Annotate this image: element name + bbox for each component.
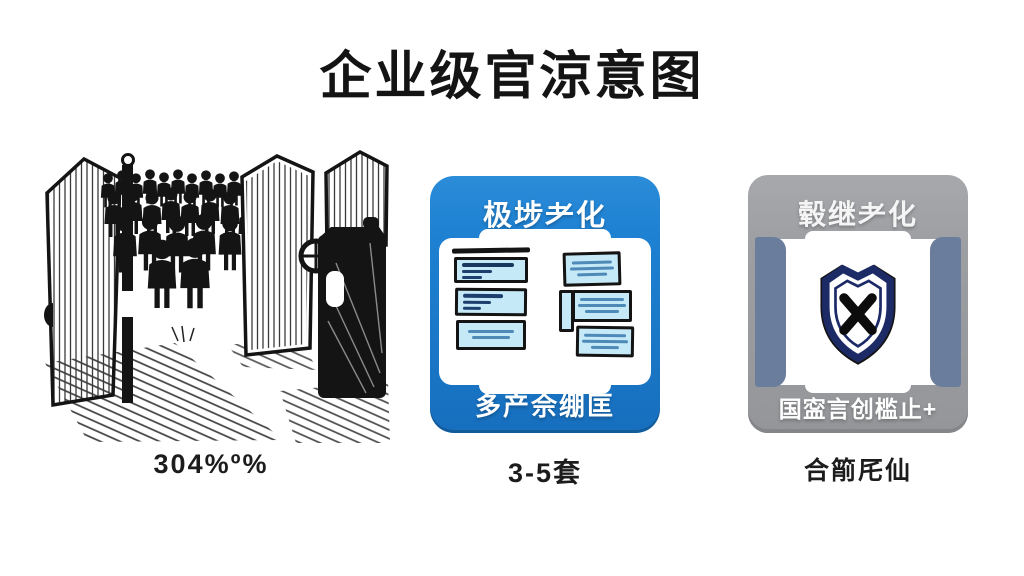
documents-illustration: [439, 238, 651, 385]
page-title: 企业级官涼意图: [319, 48, 705, 106]
security-card-body: [755, 231, 961, 393]
security-card-header: 毂继耂化: [797, 199, 918, 230]
document-item: [575, 325, 635, 358]
docs-card-footer: 多产佘绷匡: [474, 391, 615, 421]
document-item: [562, 251, 622, 287]
gate-illustration: [30, 143, 392, 445]
security-card: 毂继耂化 国寍言创槛止+: [748, 175, 968, 433]
docs-card-header: 极埗耂化: [482, 200, 607, 232]
document-item: [572, 290, 632, 322]
document-item: [454, 287, 528, 317]
docs-caption: 3-5套: [507, 458, 583, 488]
kiosk: [318, 217, 386, 398]
docs-card-body: [439, 229, 651, 394]
crowd-at-open-gates-sketch: [44, 149, 390, 443]
document-item: [456, 320, 526, 350]
security-card-footer: 国寍言创槛止+: [778, 396, 938, 422]
shield-x-icon: [804, 253, 912, 371]
right-accent-column: [930, 237, 961, 387]
document-item: [454, 257, 528, 283]
left-accent-column: [755, 237, 786, 387]
docs-card: 极埗耂化: [430, 176, 660, 433]
security-caption: 合箾厇仙: [803, 457, 912, 485]
gate-caption: 304%º%: [153, 449, 269, 479]
document-divider: [451, 247, 531, 254]
